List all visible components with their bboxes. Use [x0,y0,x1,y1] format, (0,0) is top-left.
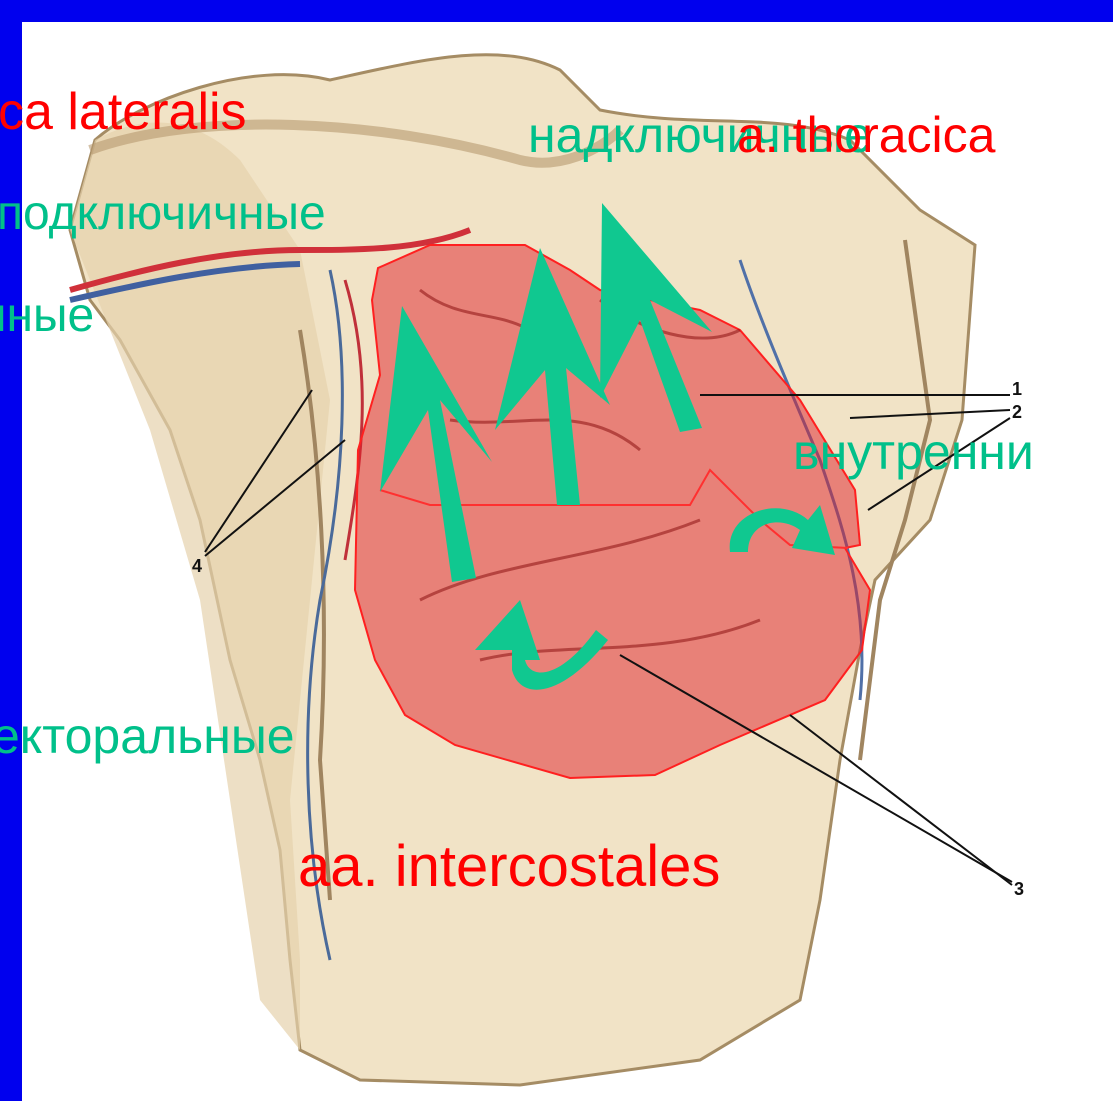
label-subclavian: подключичные [0,190,326,238]
figure-number-3: 3 [1014,880,1024,898]
figure-number-4: 4 [192,557,202,575]
label-intercostales: aa. intercostales [298,838,720,896]
label-internal: внутренни [793,427,1034,477]
figure-number-2: 2 [1012,403,1022,421]
label-thoracica-lateralis: ca lateralis [0,86,247,138]
figure-number-1: 1 [1012,380,1022,398]
label-nye-fragment: нные [0,292,94,340]
label-pectoral: екторальные [0,711,295,761]
label-thoracica: a. thoracica [737,110,995,160]
